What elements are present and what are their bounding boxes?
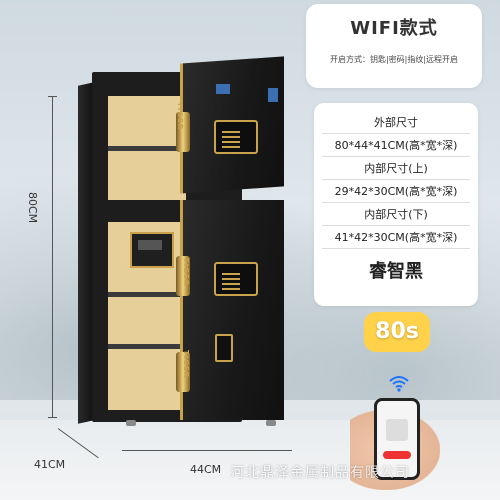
panel-subtitle: 开启方式：钥匙|密码|指纹|远程开启 [329,55,459,64]
safe-shelf [108,146,186,151]
brand-label: TIGER [182,258,190,287]
width-label: 44CM [190,463,222,476]
phone-app-icon [386,419,408,441]
spec-row: 内部尺寸(上) [322,157,470,180]
depth-label: 41CM [34,458,66,471]
phone-unlock-button [383,451,411,459]
brand-badge [216,84,230,94]
brand-badge [268,88,278,102]
drawer-keypad [138,240,162,250]
width-dimension-line [122,450,292,451]
color-name: 睿智黑 [369,261,423,282]
door-handle [215,334,233,362]
height-dimension-line [48,96,57,418]
spec-card: 外部尺寸 80*44*41CM(高*宽*深) 内部尺寸(上) 29*42*30C… [314,103,478,306]
spec-row: 外部尺寸 [322,111,470,134]
height-label: 80CM [26,192,39,224]
door-hinge [176,112,190,152]
keypad-lower [214,262,258,296]
smartphone [374,398,420,480]
safe-door-lower [180,200,284,420]
wifi-info-panel: WIFI款式 开启方式：钥匙|密码|指纹|远程开启 [306,4,482,88]
spec-row: 29*42*30CM(高*宽*深) [322,180,470,203]
safe-foot [126,420,136,426]
safe-shelf [108,344,186,349]
door-hinge [176,256,190,296]
brand-label: TIGER [182,350,190,379]
keypad-upper [214,120,258,154]
door-hinge [176,352,190,392]
panel-title: WIFI款式 [350,18,438,39]
safe-shelf [108,292,186,297]
spec-row: 80*44*41CM(高*宽*深) [322,134,470,157]
model-badge: 80s [364,312,430,352]
safe-foot [266,420,276,426]
wifi-icon [388,374,410,397]
brand-label: TIGER [176,102,184,131]
company-watermark: 河北鼎泽金属制品有限公司 [230,465,410,481]
spec-row: 内部尺寸(下) [322,203,470,226]
inner-drawer [130,232,174,268]
spec-row: 41*42*30CM(高*宽*深) [322,226,470,249]
